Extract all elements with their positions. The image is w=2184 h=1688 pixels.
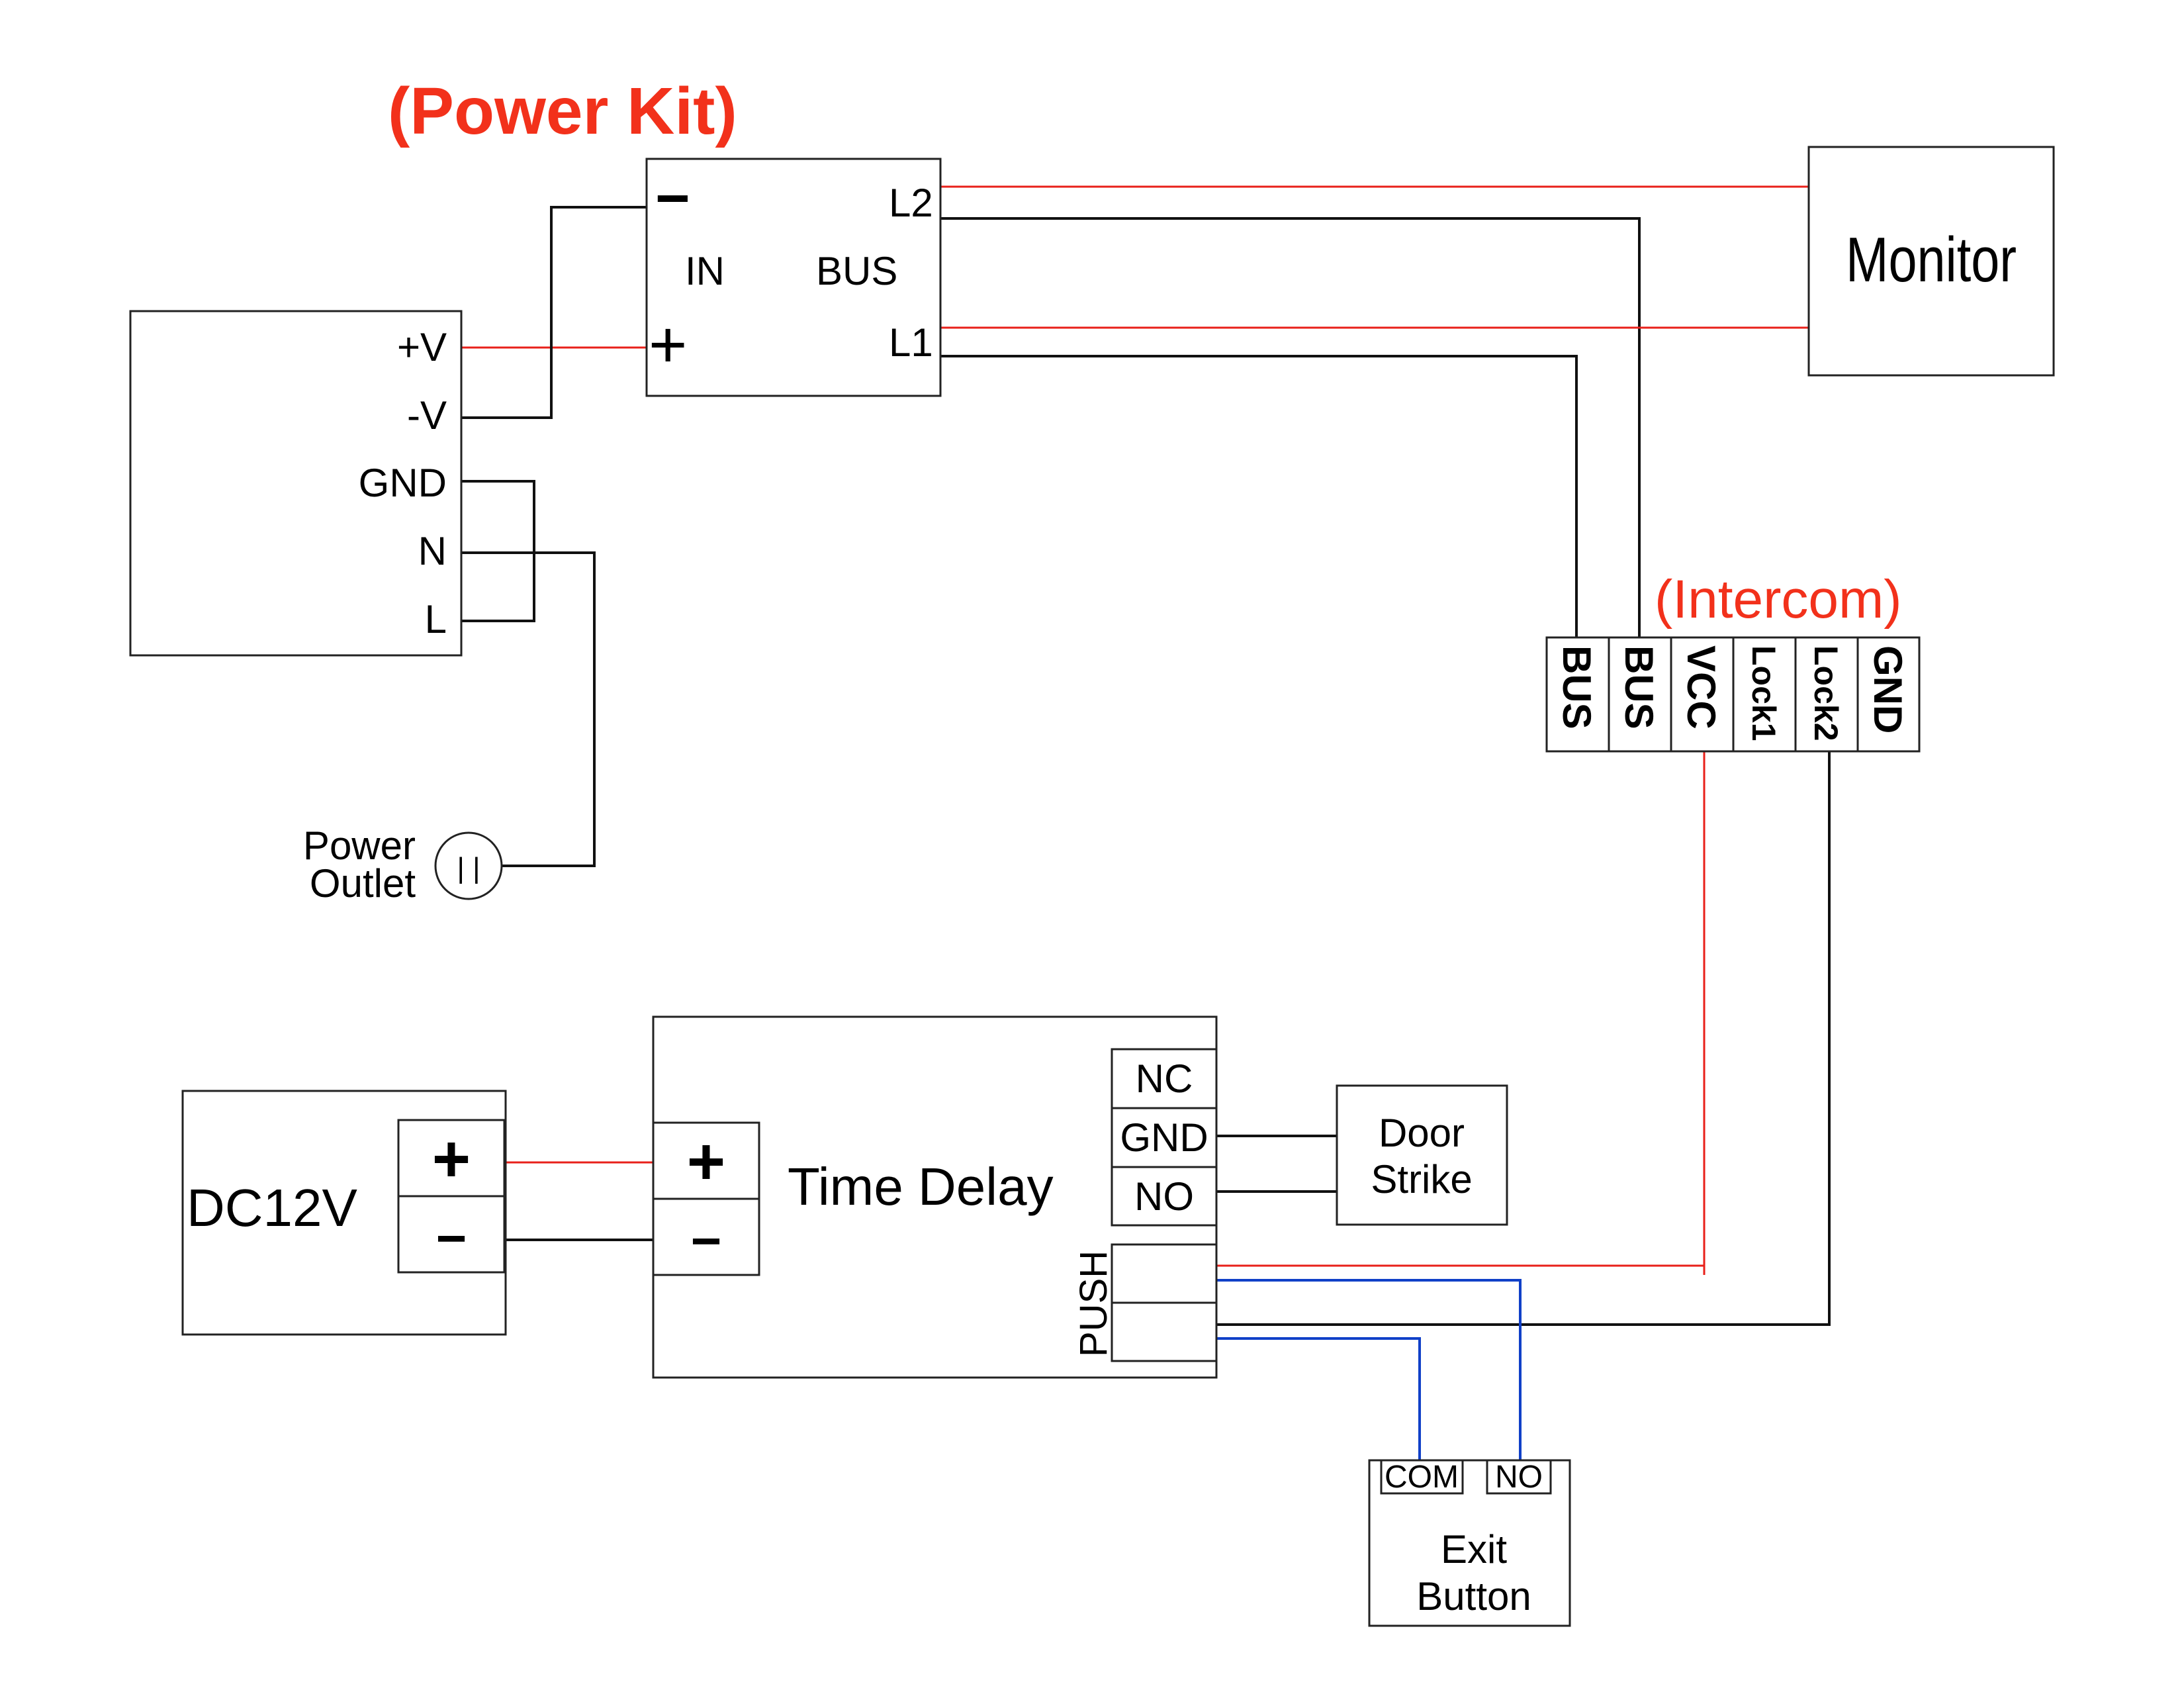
power-kit-minus: −: [655, 165, 690, 232]
power-kit-title: (Power Kit): [388, 74, 737, 148]
power-kit-l1-label: L1: [889, 320, 933, 365]
wire-n-to-outlet: [461, 551, 596, 867]
terminal-l: L: [425, 597, 447, 641]
power-kit-bus-label: BUS: [816, 249, 897, 293]
time-delay-no: NO: [1134, 1174, 1194, 1219]
power-kit: (Power Kit) − + IN BUS L2 L1: [388, 74, 942, 397]
intercom-title: (Intercom): [1655, 569, 1902, 630]
wires: [461, 185, 1831, 1460]
wire-push-to-exit-com: [1216, 1337, 1421, 1460]
terminal-n: N: [418, 529, 447, 573]
intercom-terminal-vcc: VCC: [1679, 645, 1723, 729]
dc12v-plus: +: [432, 1122, 471, 1196]
intercom-terminal-bus2: BUS: [1617, 645, 1661, 729]
exit-button-no-terminal: [1486, 1459, 1552, 1495]
intercom-terminal-gnd: GND: [1866, 645, 1910, 733]
dc12v-box: [181, 1090, 507, 1336]
wire-nv-to-kit-minus: [461, 206, 647, 419]
terminal-minus-v: -V: [407, 393, 447, 438]
door-strike-box: [1336, 1084, 1508, 1226]
exit-button: COM NO Exit Button: [1368, 1459, 1571, 1627]
exit-button-com-terminal: [1380, 1459, 1464, 1495]
time-delay-label: Time Delay: [788, 1157, 1054, 1216]
dc12v: DC12V + −: [181, 1090, 507, 1336]
power-supply-box: [129, 310, 463, 657]
time-delay-output-block: [1111, 1048, 1218, 1227]
time-delay-gnd: GND: [1120, 1115, 1208, 1160]
dc12v-minus: −: [436, 1209, 467, 1268]
power-outlet-label-2: Outlet: [310, 861, 416, 906]
intercom-terminal-lock2: Lock2: [1807, 645, 1844, 741]
time-delay: + − Time Delay NC GND NO PUSH: [652, 1015, 1218, 1379]
monitor-box: [1807, 146, 2055, 377]
power-outlet-icon: [434, 831, 503, 900]
power-kit-plus: +: [649, 308, 687, 382]
wire-gnd-to-l: [461, 480, 535, 622]
wire-lock2-to-push: [1216, 751, 1831, 1326]
power-kit-box: [645, 158, 942, 397]
power-supply: +V -V GND N L: [129, 310, 463, 657]
door-strike-label-2: Strike: [1371, 1157, 1472, 1201]
exit-button-box: [1368, 1459, 1571, 1627]
exit-button-label-1: Exit: [1441, 1527, 1507, 1571]
intercom-terminal-bus1: BUS: [1555, 645, 1599, 729]
monitor: Monitor: [1807, 146, 2055, 377]
intercom: (Intercom) BUS BUS VCC Lock1 Lock2 GND: [1545, 569, 1921, 753]
wire-l1-to-intercom-bus1: [940, 355, 1578, 637]
time-delay-plus: +: [687, 1125, 725, 1199]
time-delay-minus: −: [691, 1211, 722, 1270]
exit-button-label-2: Button: [1416, 1574, 1531, 1618]
door-strike-label-1: Door: [1379, 1111, 1465, 1155]
power-kit-in-label: IN: [685, 249, 725, 293]
terminal-gnd: GND: [359, 461, 447, 505]
monitor-label: Monitor: [1846, 224, 2017, 295]
time-delay-nc: NC: [1136, 1056, 1193, 1101]
wire-push-to-exit-no: [1216, 1279, 1522, 1460]
dc12v-label: DC12V: [187, 1178, 358, 1237]
power-kit-l2-label: L2: [889, 181, 933, 225]
wire-l2-to-intercom-bus2: [940, 217, 1641, 637]
exit-button-no: NO: [1495, 1460, 1543, 1495]
power-outlet-label-1: Power: [303, 823, 416, 868]
door-strike: Door Strike: [1336, 1084, 1508, 1226]
power-outlet: Power Outlet | |: [303, 823, 503, 906]
terminal-plus-v: +V: [397, 325, 447, 369]
time-delay-push-label: PUSH: [1072, 1250, 1115, 1357]
exit-button-com: COM: [1385, 1460, 1459, 1495]
intercom-terminal-lock1: Lock1: [1745, 645, 1782, 741]
power-outlet-symbol: | |: [457, 852, 480, 884]
